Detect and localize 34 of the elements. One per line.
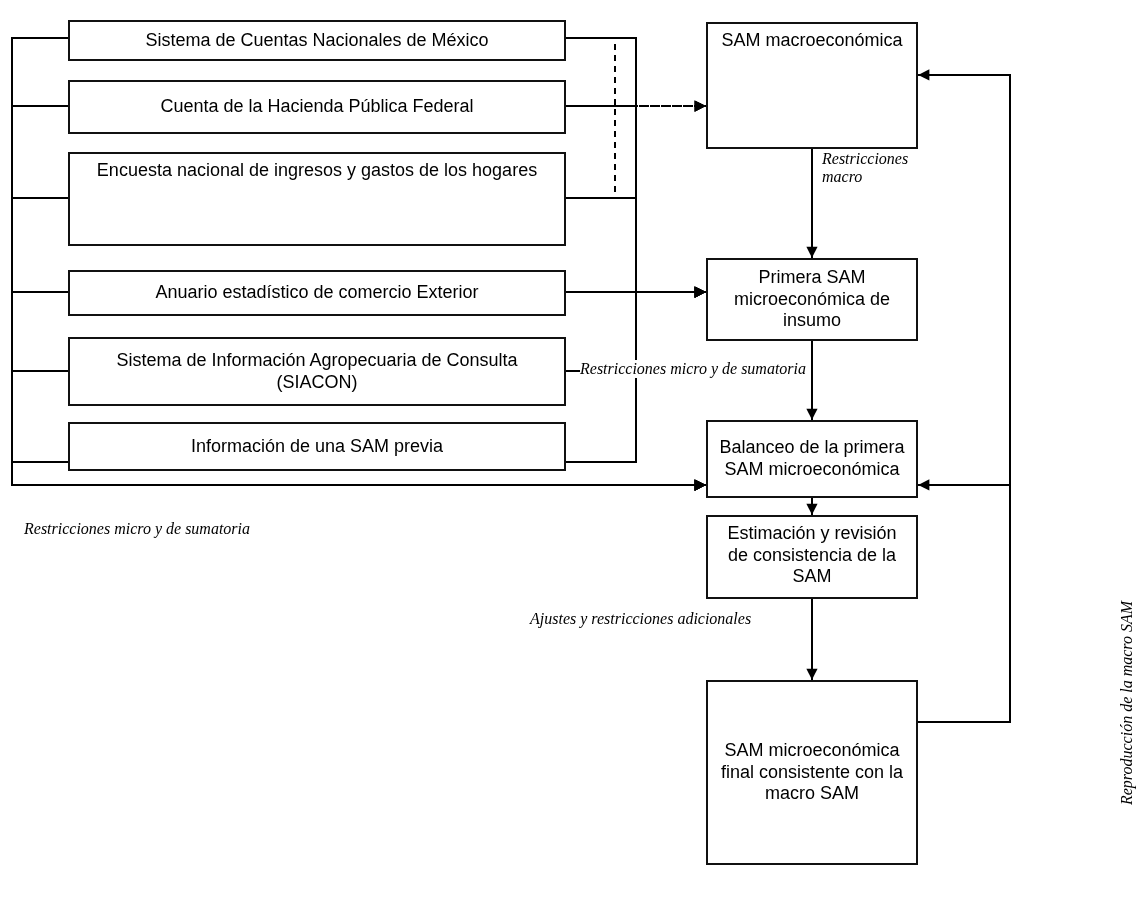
edge-label: Restricciones micro y de sumatoria	[580, 360, 807, 378]
box-text: SAM macroeconómica	[721, 30, 903, 52]
arrow	[11, 461, 707, 491]
arrow	[806, 598, 818, 681]
process-box	[68, 80, 566, 134]
edge-label: Restricciones macro	[822, 150, 910, 186]
process-box	[68, 152, 566, 246]
box-text: Sistema de Información Agropecuaria de Consulta (SIACON)	[115, 349, 519, 394]
process-box	[706, 420, 918, 498]
box-text: Estimación y revisión de consistencia de la SAM	[726, 523, 898, 588]
box-text: Anuario estadístico de comercio Exterior	[155, 282, 479, 304]
annotation-text: Restricciones micro y de sumatoria	[24, 520, 251, 538]
process-box	[68, 270, 566, 316]
process-box	[68, 422, 566, 471]
box-text: Balanceo de la primera SAM microeconómica	[718, 437, 906, 481]
arrow	[565, 286, 707, 463]
arrow	[806, 340, 818, 421]
box-text: SAM microeconómica final consistente con la macro SAM	[719, 740, 905, 805]
box-text: Encuesta nacional de ingresos y gastos de los hogares	[96, 160, 538, 182]
arrow	[917, 479, 1011, 723]
process-box	[706, 515, 918, 599]
process-box	[68, 337, 566, 406]
box-text: Primera SAM microeconómica de insumo	[732, 267, 892, 332]
arrow	[806, 148, 818, 259]
box-text: Cuenta de la Hacienda Pública Federal	[160, 96, 474, 118]
edge-label: Ajustes y restricciones adicionales	[530, 610, 752, 628]
process-box	[68, 20, 566, 61]
process-box	[706, 680, 918, 865]
box-text: Sistema de Cuentas Nacionales de México	[145, 29, 489, 52]
process-box	[706, 258, 918, 341]
annotation-text: Reproducción de la macro SAM	[1118, 600, 1136, 805]
process-box	[706, 22, 918, 149]
box-text: Información de una SAM previa	[190, 435, 444, 458]
arrow	[806, 497, 818, 516]
